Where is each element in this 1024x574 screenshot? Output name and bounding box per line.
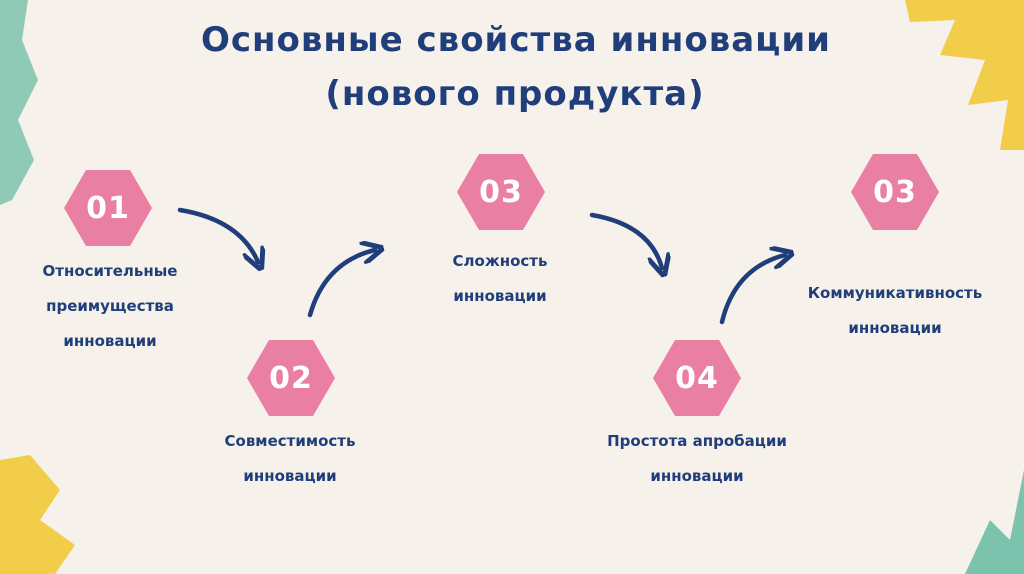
step-4-label-line-1: Простота апробации <box>607 432 787 450</box>
step-3-label: Сложность инновации <box>400 244 600 314</box>
step-2-number: 02 <box>269 360 313 396</box>
step-5-number: 03 <box>873 174 917 210</box>
hexagon-step-5: 03 <box>851 154 939 230</box>
step-2-label-line-2: инновации <box>243 467 337 485</box>
teal-zigzag-bottom-right <box>965 470 1024 574</box>
step-1-label-line-3: инновации <box>63 332 157 350</box>
hexagon-step-1: 01 <box>64 170 152 246</box>
arrow-04-to-05 <box>719 255 785 325</box>
yellow-zigzag-bottom-left <box>0 455 75 574</box>
step-3-label-line-2: инновации <box>453 287 547 305</box>
step-1-label-line-1: Относительные <box>42 262 178 280</box>
title-line-1: Основные свойства инновации <box>200 20 832 60</box>
step-3-number: 03 <box>479 174 523 210</box>
step-5-label-line-1: Коммуникативность <box>807 284 983 302</box>
step-5-label: Коммуникативность инновации <box>780 276 1010 346</box>
title-line-2: (нового продукта) <box>325 74 705 114</box>
arrow-02-to-03 <box>307 250 375 318</box>
slide-title: Основные свойства инновации (нового прод… <box>0 20 1024 114</box>
hexagon-step-4: 04 <box>653 340 741 416</box>
arrow-03-to-04 <box>589 212 662 268</box>
step-4-number: 04 <box>675 360 719 396</box>
step-1-label-line-2: преимущества <box>46 297 174 315</box>
step-2-label-line-1: Совместимость <box>224 432 356 450</box>
yellow-zigzag-top-right <box>905 0 1024 150</box>
step-2-label: Совместимость инновации <box>190 424 390 494</box>
step-4-label-line-2: инновации <box>650 467 744 485</box>
step-3-label-line-1: Сложность <box>452 252 548 270</box>
step-5-label-line-2: инновации <box>848 319 942 337</box>
step-1-number: 01 <box>86 190 130 226</box>
step-1-label: Относительные преимущества инновации <box>10 254 210 359</box>
step-4-label: Простота апробации инновации <box>580 424 814 494</box>
arrow-01-to-02 <box>177 207 258 262</box>
teal-zigzag-left <box>0 0 38 205</box>
